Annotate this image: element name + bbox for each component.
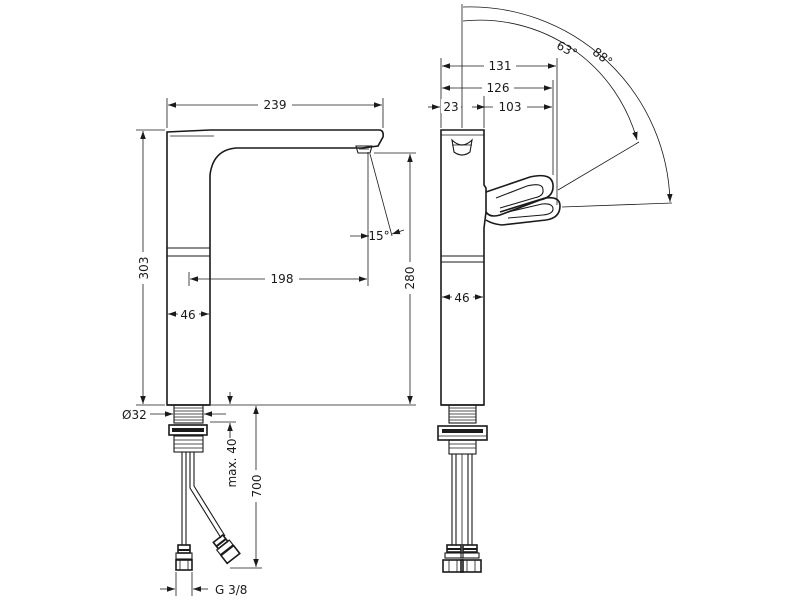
dim-max-40: max. 40 — [225, 438, 239, 487]
hose-fitting-right — [212, 533, 241, 565]
mounting-nut — [168, 424, 208, 436]
side-hose-fittings — [442, 544, 482, 573]
dim-198: 198 — [271, 272, 294, 286]
dim-46-side: 46 — [454, 291, 469, 305]
dim-diameter-32: Ø32 — [122, 408, 147, 422]
dim-700: 700 — [250, 475, 264, 498]
dim-103: 103 — [499, 100, 522, 114]
faucet-body-outline — [166, 129, 384, 406]
side-supply-hoses — [451, 454, 473, 545]
dim-126: 126 — [487, 81, 510, 95]
dim-239: 239 — [264, 98, 287, 112]
faucet-front-view — [166, 129, 384, 571]
faucet-side-view — [437, 129, 561, 573]
supply-hose-left — [181, 452, 187, 545]
hose-fitting-left — [175, 544, 193, 571]
dim-23: 23 — [443, 100, 458, 114]
front-view-dimensions: 239 303 198 15° 280 46 Ø32 — [122, 97, 418, 597]
side-body-outline — [440, 129, 487, 406]
lever-handle — [485, 174, 561, 226]
side-aerator — [451, 138, 473, 156]
dim-303: 303 — [137, 257, 151, 280]
aerator — [355, 145, 373, 154]
supply-hose-right — [189, 452, 226, 539]
dim-15-deg: 15° — [368, 229, 389, 243]
dim-g-3-8: G 3/8 — [215, 583, 247, 597]
dim-angle-63: 63° — [554, 38, 579, 60]
dim-280: 280 — [403, 267, 417, 290]
dim-131: 131 — [489, 59, 512, 73]
dim-46-front: 46 — [180, 308, 195, 322]
